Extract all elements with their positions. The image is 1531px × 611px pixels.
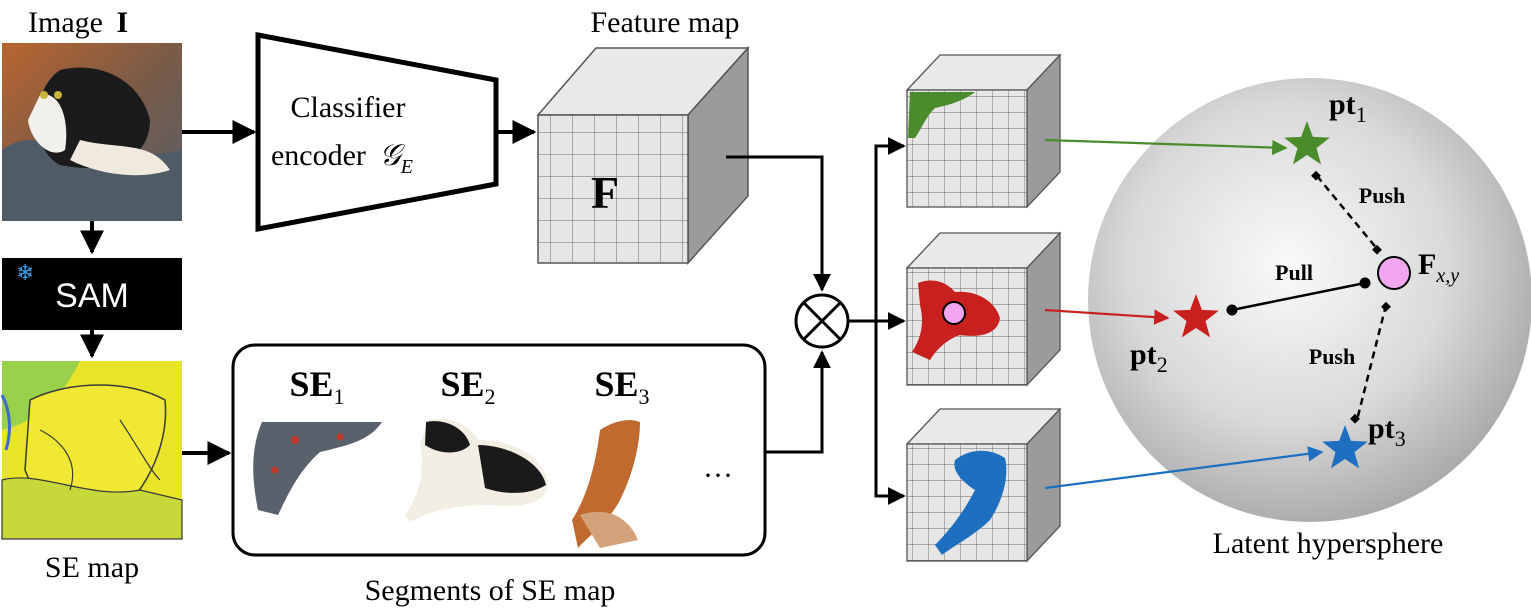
arrow-to-pt2 [1044,308,1170,325]
push-line-1 [1316,175,1379,251]
pull-line [1231,281,1366,312]
segments-caption: Segments of SE map [365,574,616,607]
push-label-2: Push [1309,344,1355,369]
branch-arrows [848,137,906,505]
segment-image-se3 [572,420,640,548]
feature-point-label: Fx,y [1418,248,1459,287]
arrow-to-pt3 [1044,446,1324,490]
push-label-1: Push [1359,183,1405,208]
segment-image-se2 [405,418,548,522]
segment-image-se1 [253,422,382,515]
segment-label-se2: SE2 [440,364,495,409]
sam-label: SAM [55,277,129,315]
feature-point [1377,256,1411,290]
sam-block: ❄ SAM [2,258,182,330]
masked-feature-se3 [905,407,1062,563]
latent-hypersphere [1088,78,1531,522]
image-title: Image I [28,6,128,39]
arrow-segments-to-product [765,350,831,454]
arrow-to-pt1 [1044,138,1288,156]
input-image [2,43,182,221]
encoder-label-line1: Classifier [291,91,406,124]
classifier-encoder: Classifier encoder 𝒢E [255,31,499,233]
prototype-star-pt1 [1284,121,1330,165]
segment-label-se3: SE3 [594,364,649,409]
prototype-label-pt1: pt1 [1329,88,1367,127]
hypersphere-caption: Latent hypersphere [1213,527,1444,560]
more-segments-ellipsis: ··· [703,459,733,492]
segment-label-se1: SE1 [289,364,344,409]
masked-feature-se2 [905,231,1062,387]
feature-map-cube: F [536,46,750,265]
prototype-label-pt3: pt3 [1368,412,1406,451]
feature-map-title: Feature map [590,6,739,39]
se-map-label: SE map [45,551,139,584]
push-line-2 [1355,304,1388,421]
pull-label: Pull [1275,260,1313,285]
prototype-label-pt2: pt2 [1130,338,1168,377]
se-map-image [0,361,183,540]
feature-symbol: F [591,167,619,218]
prototype-star-pt3 [1322,425,1368,469]
product-operator [794,293,850,349]
prototype-star-pt2 [1173,294,1219,338]
snowflake-icon: ❄ [16,260,34,285]
encoder-label-line2: encoder 𝒢E [271,139,413,178]
masked-feature-se1 [905,53,1062,209]
arrow-feature-to-product [726,155,831,292]
